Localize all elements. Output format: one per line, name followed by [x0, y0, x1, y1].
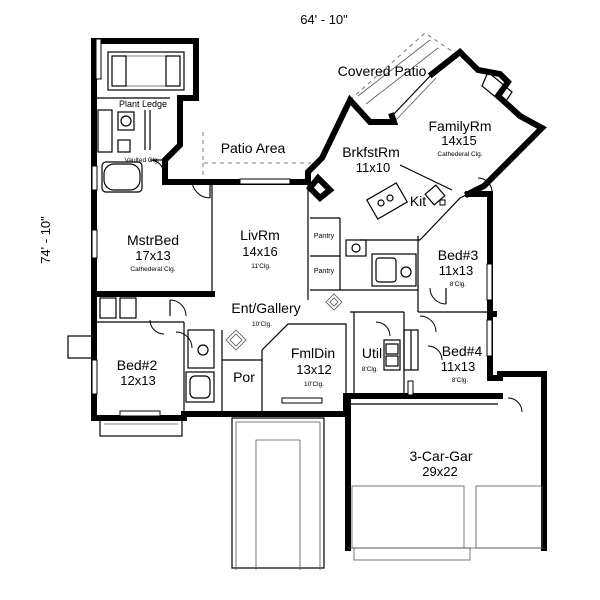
pantry-label-1: Pantry	[314, 233, 335, 240]
gallery-label: Ent/Gallery	[231, 300, 300, 316]
bedroom-4: Bed#4 11x13 8'Clg.	[441, 343, 483, 384]
living-room: LivRm 14x16 11'Clg.	[240, 227, 280, 270]
bedroom-3-name: Bed#3	[438, 247, 479, 263]
kitchen-label: Kit	[410, 193, 426, 209]
covered-patio-label: Covered Patio	[338, 63, 427, 79]
garage-size: 29x22	[422, 464, 457, 479]
vaulted-clg-label: Vaulted Clg.	[125, 157, 160, 164]
gallery-tile-hatch	[225, 293, 343, 351]
master-bedroom: MstrBed 17x13 Cathederal Clg.	[127, 232, 179, 273]
front-walk	[99, 417, 325, 570]
family-room-size: 14x15	[441, 133, 476, 148]
family-room: FamilyRm 14x15 Cathederal Clg.	[429, 118, 492, 158]
master-bedroom-size: 17x13	[135, 248, 170, 263]
bedroom-2-name: Bed#2	[117, 357, 158, 373]
bedroom-3-size: 11x13	[439, 263, 473, 278]
gallery-clg-label: 10'Clg.	[252, 321, 272, 328]
bedroom-4-name: Bed#4	[442, 343, 483, 359]
master-suite-walls	[91, 38, 213, 193]
patio-area-label: Patio Area	[221, 140, 286, 156]
living-room-note: 11'Clg.	[251, 263, 271, 270]
windows	[91, 38, 493, 417]
utility-note: 8'Clg.	[362, 366, 379, 373]
family-room-note: Cathederal Clg.	[437, 151, 482, 158]
width-dimension: 64' - 10"	[300, 12, 348, 27]
bedroom-3-note: 8'Clg.	[450, 281, 467, 288]
family-room-name: FamilyRm	[429, 118, 492, 134]
utility-label: Util	[362, 345, 382, 361]
bedroom-4-size: 11x13	[441, 359, 475, 374]
garage-walls	[345, 393, 547, 561]
formal-dining-size: 13x12	[296, 362, 331, 377]
depth-dimension: 74' - 10"	[38, 216, 53, 264]
porch-label: Por	[233, 369, 255, 385]
breakfast-room-size: 11x10	[356, 160, 390, 175]
living-room-size: 14x16	[242, 244, 277, 259]
pantry-label-2: Pantry	[314, 268, 335, 275]
formal-dining: FmlDin 13x12 10'Clg.	[291, 345, 335, 388]
formal-dining-note: 10'Clg.	[304, 381, 324, 388]
breakfast-room-name: BrkfstRm	[342, 144, 400, 160]
living-room-name: LivRm	[240, 227, 280, 243]
bedroom-4-note: 8'Clg.	[452, 377, 469, 384]
master-bedroom-note: Cathederal Clg.	[130, 266, 175, 273]
master-bedroom-name: MstrBed	[127, 232, 179, 248]
bedroom-2-size: 12x13	[120, 373, 155, 388]
bedroom-2: Bed#2 12x13	[117, 357, 158, 388]
bedroom-3: Bed#3 11x13 8'Clg.	[438, 247, 479, 288]
breakfast-room: BrkfstRm 11x10	[342, 144, 400, 175]
formal-dining-name: FmlDin	[291, 345, 335, 361]
patio-area-outline	[202, 132, 311, 178]
plant-ledge-label: Plant Ledge	[119, 99, 167, 109]
garage: 3-Car-Gar 29x22	[409, 448, 472, 479]
garage-name: 3-Car-Gar	[409, 448, 472, 464]
